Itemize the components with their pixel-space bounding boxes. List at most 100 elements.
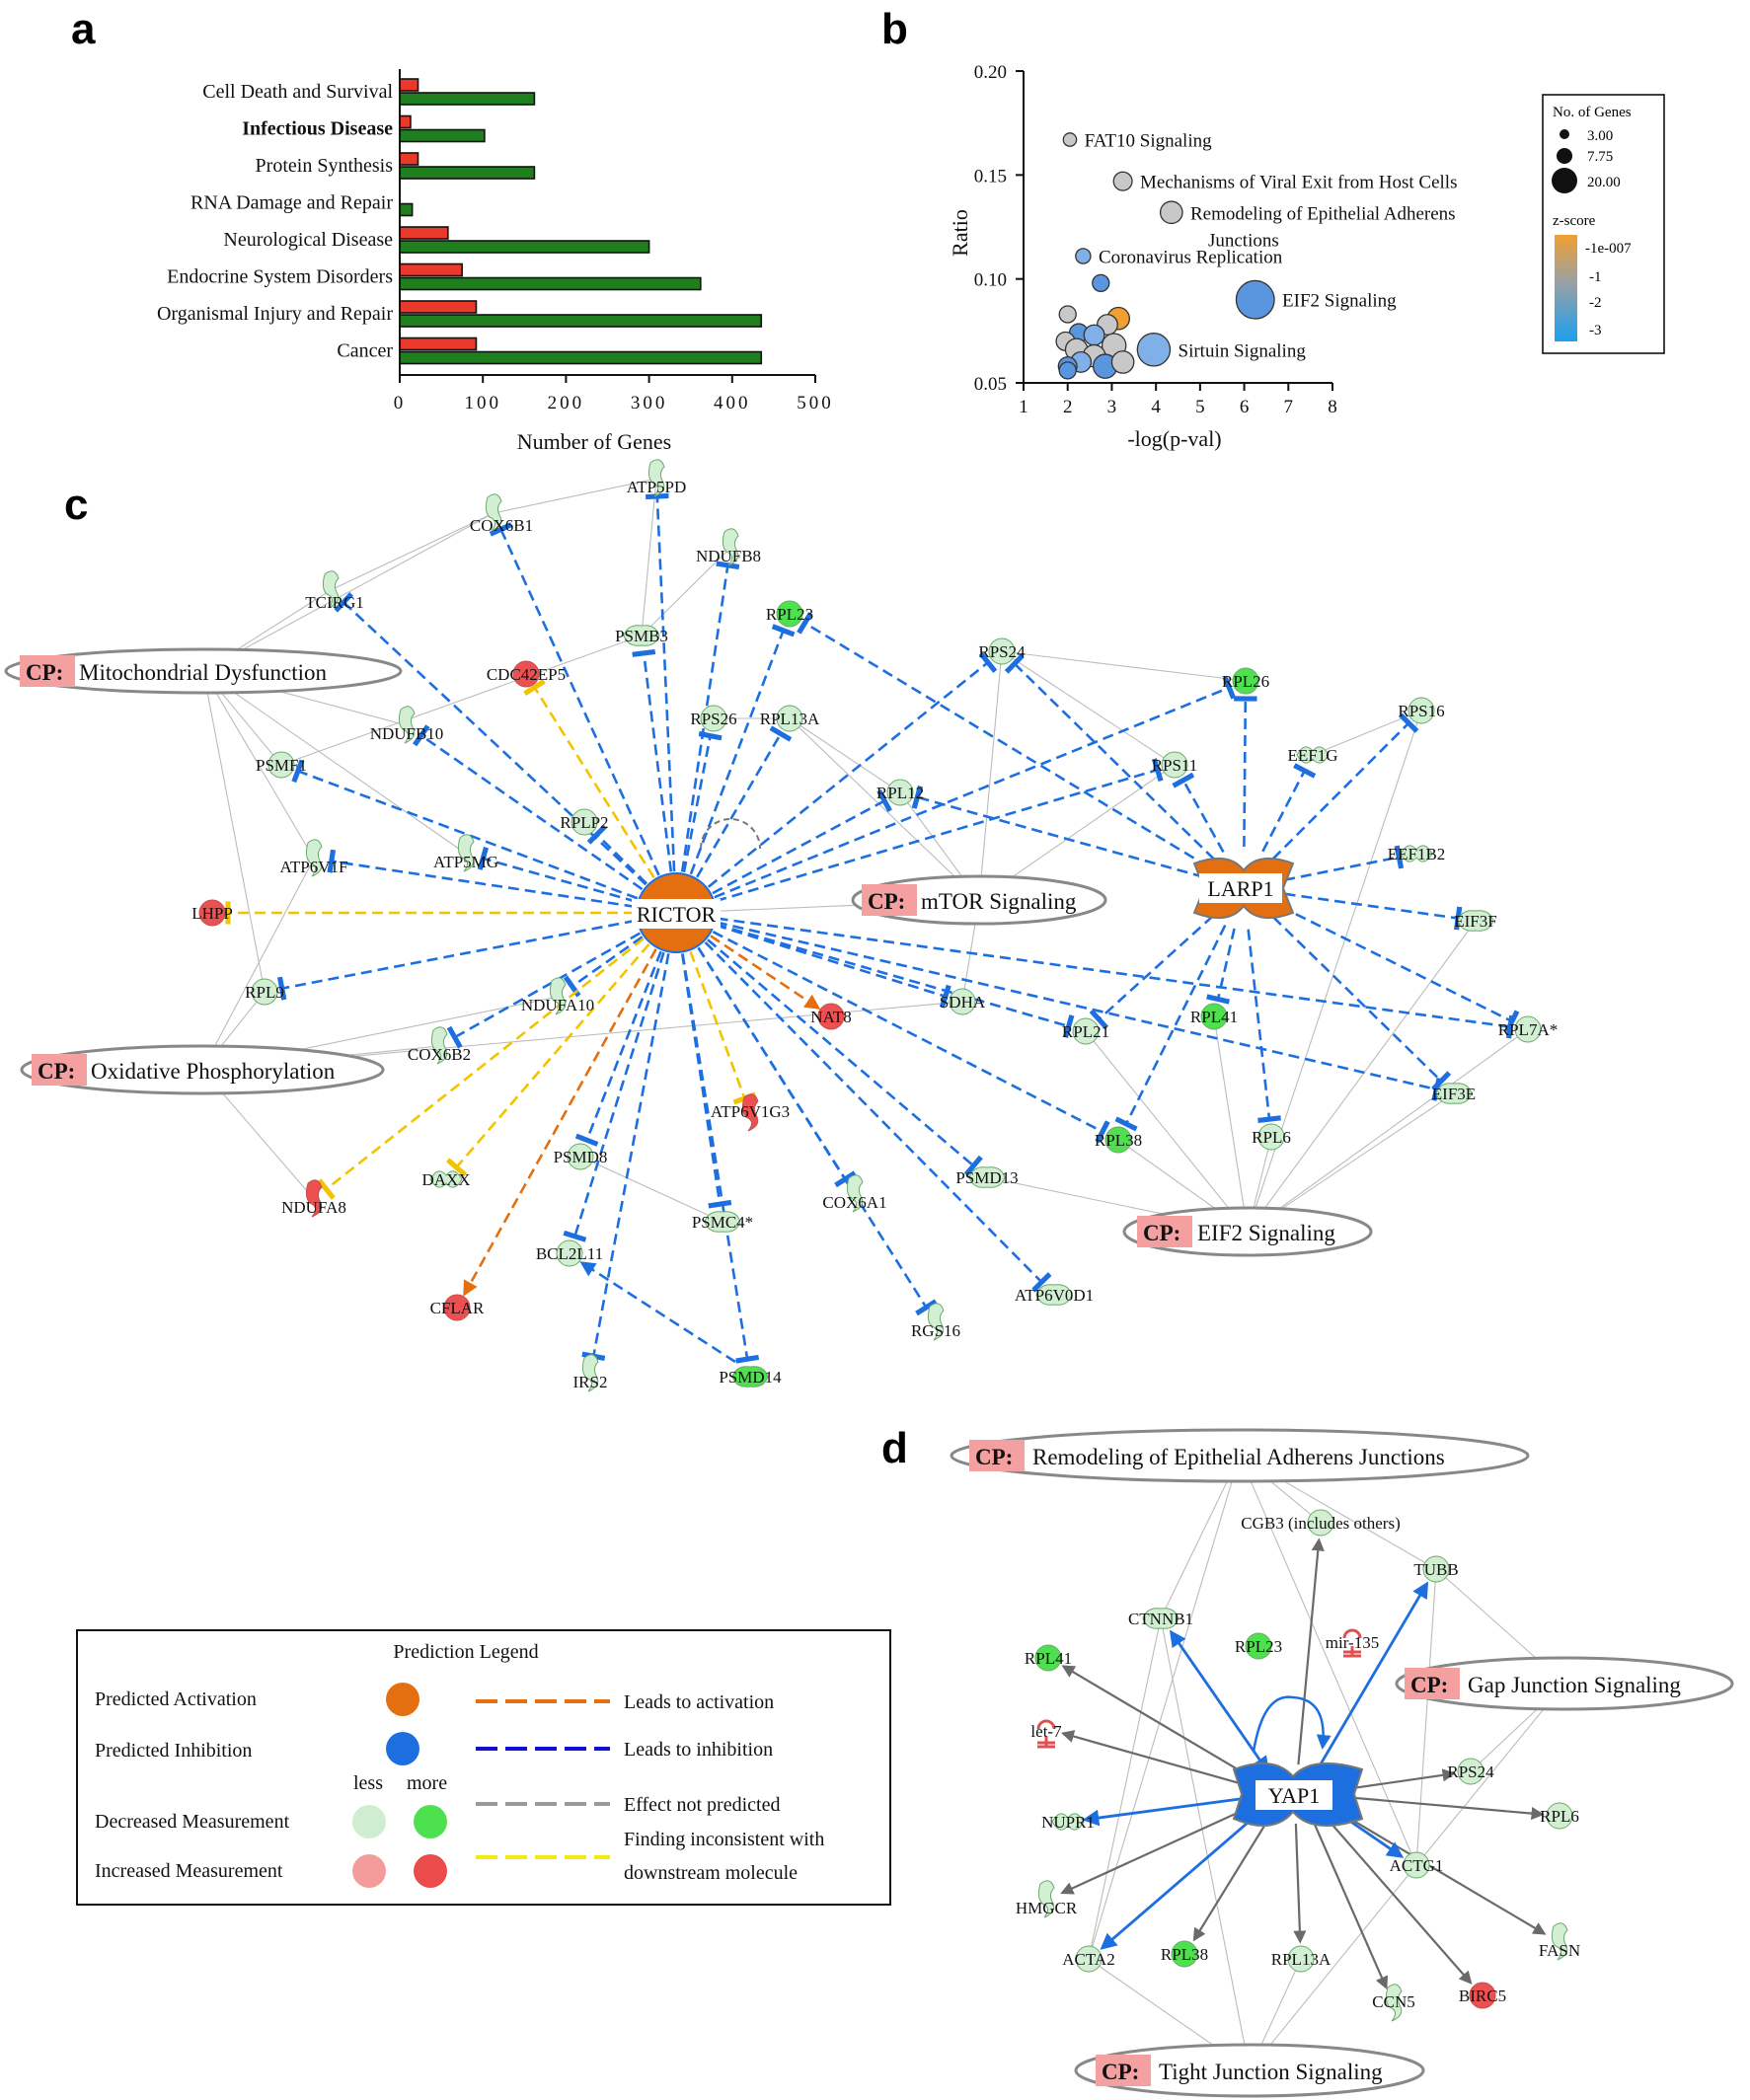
node-cox6a1[interactable]: COX6A1 [822, 1174, 887, 1213]
node-rpl41[interactable]: RPL41 [1025, 1644, 1072, 1672]
node-atp5mg[interactable]: ATP5MG [433, 834, 498, 872]
prediction-legend: Prediction Legend Predicted Activation P… [76, 1629, 891, 1906]
node-rpl6[interactable]: RPL6 [1540, 1802, 1579, 1830]
category-label: Protein Synthesis [256, 155, 394, 177]
node-rpl21[interactable]: RPL21 [1062, 1017, 1109, 1045]
node-ndufa10[interactable]: NDUFA10 [521, 977, 594, 1015]
node-tubb[interactable]: TUBB [1413, 1555, 1459, 1583]
node-rpl13a[interactable]: RPL13A [760, 705, 820, 732]
node-label: RPL13A [760, 710, 820, 728]
node-eef1b2[interactable]: EEF1B2 [1388, 845, 1446, 863]
legend-row-inhibition: Predicted Inhibition [95, 1740, 252, 1762]
node-cox6b1[interactable]: COX6B1 [470, 493, 533, 535]
node-ndufa8[interactable]: NDUFA8 [281, 1179, 346, 1218]
node-rps24[interactable]: RPS24 [1447, 1758, 1494, 1785]
edge-inhibition [696, 725, 793, 878]
node-rpl41[interactable]: RPL41 [1190, 1003, 1238, 1030]
node-rpl13a[interactable]: RPL13A [1271, 1945, 1332, 1973]
node-rpl23[interactable]: RPL23 [1235, 1632, 1282, 1660]
node-ndufb10[interactable]: NDUFB10 [370, 706, 444, 744]
edge-effect-not-predicted [1323, 1815, 1473, 1985]
node-rps26[interactable]: RPS26 [690, 705, 737, 732]
node-ccn5[interactable]: CCN5 [1372, 1984, 1415, 2022]
edge-not-predicted [579, 1156, 723, 1223]
node-rpl38[interactable]: RPL38 [1095, 1126, 1142, 1154]
cp-tag [1096, 2055, 1151, 2086]
node-psmd13[interactable]: PSMD13 [955, 1166, 1019, 1188]
node-nat8[interactable]: NAT8 [810, 1003, 852, 1030]
node-cflar[interactable]: CFLAR [430, 1294, 485, 1321]
node-rps24[interactable]: RPS24 [978, 638, 1026, 665]
node-lhpp[interactable]: LHPP [191, 899, 233, 927]
edge-effect-not-predicted [1337, 1795, 1545, 1821]
node-atp6v0d1[interactable]: ATP6V0D1 [1015, 1284, 1094, 1306]
node-eif3f[interactable]: EIF3F [1454, 910, 1497, 932]
node-mir-135[interactable]: mir-135 [1326, 1628, 1379, 1658]
node-rpl6[interactable]: RPL6 [1252, 1123, 1291, 1151]
node-ctnnb1[interactable]: CTNNB1 [1128, 1608, 1193, 1629]
larp1-label: LARP1 [1207, 876, 1273, 901]
node-atp5pd[interactable]: ATP5PD [627, 459, 686, 497]
cp-name: Remodeling of Epithelial Adherens Juncti… [1032, 1445, 1445, 1469]
node-label: RPS24 [1447, 1762, 1494, 1781]
edge-inhibition [1234, 696, 1257, 848]
bubble-label: Sirtuin Signaling [1179, 340, 1307, 361]
node-eif3e[interactable]: EIF3E [1432, 1083, 1476, 1104]
node-birc5[interactable]: BIRC5 [1459, 1982, 1506, 2009]
rictor-hub-node[interactable]: RICTOR [632, 818, 761, 953]
node-irs2[interactable]: IRS2 [573, 1354, 608, 1392]
node-eef1g[interactable]: EEF1G [1288, 746, 1338, 765]
cp-tag-label: CP: [1410, 1673, 1448, 1697]
node-psmb3[interactable]: PSMB3 [615, 625, 668, 646]
node-rpl12[interactable]: RPL12 [876, 779, 924, 806]
node-label: LHPP [191, 904, 233, 923]
edge-inhibition [586, 824, 648, 885]
node-hmgcr[interactable]: HMGCR [1016, 1880, 1078, 1918]
node-bcl2l11[interactable]: BCL2L11 [536, 1239, 603, 1267]
category-label: Endocrine System Disorders [167, 266, 393, 288]
node-psmf1[interactable]: PSMF1 [256, 751, 307, 779]
node-rplp2[interactable]: RPLP2 [560, 808, 609, 836]
bubble-point [1083, 324, 1105, 346]
node-label: NDUFA8 [281, 1198, 346, 1217]
edge-inhibition [291, 759, 639, 900]
node-atp6v1f[interactable]: ATP6V1F [280, 839, 348, 877]
node-label: NDUFA10 [521, 996, 594, 1014]
cp-name: mTOR Signaling [921, 889, 1077, 914]
x-tick-label: 5 [1195, 397, 1205, 417]
node-rpl7a-[interactable]: RPL7A* [1498, 1015, 1558, 1043]
node-rpl23[interactable]: RPL23 [766, 600, 813, 628]
node-rps16[interactable]: RPS16 [1398, 697, 1445, 724]
edge-not-predicted [202, 670, 315, 860]
node-tcirg1[interactable]: TCIRG1 [305, 570, 364, 612]
bubble-point [1092, 273, 1110, 293]
node-actg1[interactable]: ACTG1 [1390, 1851, 1444, 1879]
yap1-hub-node[interactable]: YAP1 [1232, 1695, 1364, 1828]
node-label: TUBB [1413, 1560, 1458, 1579]
node-cox6b2[interactable]: COX6B2 [408, 1026, 471, 1065]
node-let-7[interactable]: let-7 [1030, 1719, 1062, 1749]
node-ndufb8[interactable]: NDUFB8 [696, 528, 761, 566]
node-rpl9[interactable]: RPL9 [245, 978, 284, 1006]
node-label: PSMD14 [719, 1368, 782, 1387]
node-rgs16[interactable]: RGS16 [911, 1303, 960, 1341]
node-psmd8[interactable]: PSMD8 [554, 1143, 608, 1170]
node-rpl26[interactable]: RPL26 [1222, 667, 1269, 695]
legend-less: less [353, 1772, 383, 1794]
node-acta2[interactable]: ACTA2 [1062, 1945, 1115, 1973]
node-nupr1[interactable]: NUPR1 [1041, 1813, 1095, 1832]
node-sdha[interactable]: SDHA [940, 988, 986, 1015]
node-cgb3-includes-others-[interactable]: CGB3 (includes others) [1241, 1509, 1401, 1537]
node-fasn[interactable]: FASN [1539, 1922, 1580, 1961]
node-cdc42ep5[interactable]: CDC42EP5 [487, 660, 566, 688]
node-rpl38[interactable]: RPL38 [1161, 1940, 1208, 1968]
node-rps11[interactable]: RPS11 [1152, 751, 1198, 779]
node-daxx[interactable]: DAXX [421, 1170, 470, 1189]
node-psmd14[interactable]: PSMD14 [719, 1366, 782, 1388]
node-atp6v1g3[interactable]: ATP6V1G3 [711, 1093, 790, 1132]
larp1-hub-node[interactable]: LARP1 [1192, 857, 1295, 920]
node-psmc4-[interactable]: PSMC4* [692, 1211, 753, 1233]
edge-effect-not-predicted [1060, 1730, 1252, 1788]
size-legend-title: No. of Genes [1553, 105, 1632, 120]
bubble-label: EIF2 Signaling [1282, 291, 1397, 312]
